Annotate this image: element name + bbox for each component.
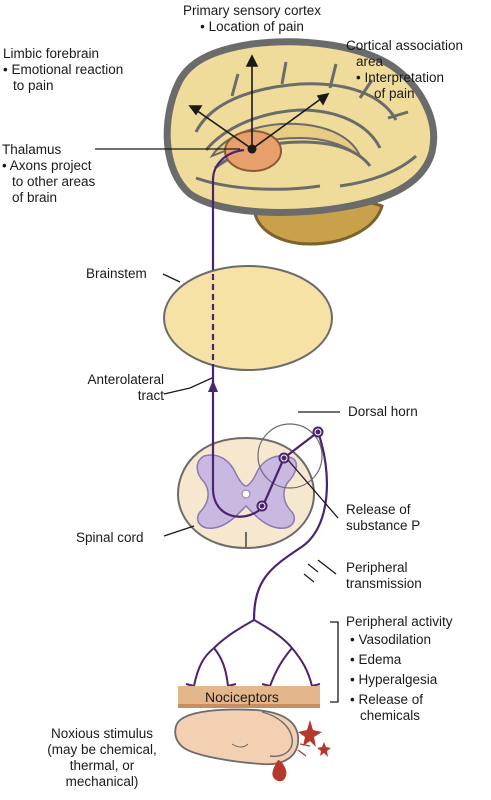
blood-drop: [272, 760, 287, 782]
noxious-line-1: Noxious stimulus: [50, 726, 154, 741]
peripheral-activity-item: • Hyperalgesia: [350, 672, 438, 687]
cortical-bullet-1: • Interpretation: [356, 70, 445, 85]
limbic-bullet-1: • Emotional reaction: [3, 62, 124, 77]
peripheral-transmission-line-1: Peripheral: [346, 560, 408, 575]
noxious-stimulus-label: Noxious stimulus (may be chemical, therm…: [34, 726, 170, 790]
peripheral-transmission-label: Peripheral transmission: [346, 560, 422, 592]
interneuron: [260, 457, 286, 509]
brainstem-section: [163, 265, 333, 371]
substance-p-line-2: substance P: [346, 518, 421, 533]
limbic-title: Limbic forebrain: [3, 46, 100, 61]
finger: [174, 708, 299, 766]
primary-sensory-title: Primary sensory cortex: [182, 3, 322, 18]
primary-sensory-bullet: • Location of pain: [200, 19, 304, 34]
nerve-pathway: [211, 148, 329, 621]
limbic-label: Limbic forebrain • Emotional reaction to…: [3, 46, 123, 94]
stimulus-stars: [298, 720, 331, 757]
skin-band-bottom: [178, 704, 320, 708]
leader-lines: [95, 148, 340, 703]
spinal-cord-label: Spinal cord: [76, 530, 144, 545]
peripheral-transmission-line-2: transmission: [346, 576, 422, 591]
dorsal-horn-circle: [257, 423, 323, 489]
thalamus-title: Thalamus: [2, 142, 62, 157]
synapses: [256, 426, 324, 512]
peripheral-activity-item: chemicals: [360, 708, 421, 723]
peripheral-transmission-ticks: [303, 563, 319, 583]
fiber-to-synapse: [283, 431, 319, 459]
nociceptors-label: Nociceptors: [205, 689, 279, 705]
cortical-title-1: Cortical association: [346, 38, 464, 53]
central-canal: [241, 489, 251, 499]
noxious-line-3: thermal, or: [69, 758, 135, 773]
peripheral-fiber: [252, 431, 329, 621]
peripheral-activity-title: Peripheral activity: [346, 614, 453, 629]
spinal-cord-section: [176, 423, 323, 550]
substance-p-label: Release of substance P: [346, 502, 420, 534]
nociceptor-branches: [185, 619, 321, 687]
thalamus-label: Thalamus • Axons project to other areas …: [2, 142, 95, 206]
noxious-line-2: (may be chemical,: [47, 742, 157, 757]
ascending-arrowhead: [208, 380, 218, 392]
noxious-line-4: mechanical): [65, 774, 139, 789]
tract-to-thalamus: [211, 148, 245, 268]
projection-arrows: [188, 54, 330, 150]
skin-band: [178, 686, 320, 708]
peripheral-activity-item: • Vasodilation: [350, 632, 432, 647]
brainstem-label: Brainstem: [86, 266, 147, 281]
primary-sensory-label: Primary sensory cortex • Location of pai…: [170, 3, 334, 35]
peripheral-activity-item: • Edema: [350, 652, 402, 667]
anterolateral-tract: [211, 370, 263, 518]
anterolateral-line-1: Anterolateral: [87, 372, 164, 387]
brain: [163, 38, 438, 246]
thalamus-bullet-1: • Axons project: [2, 158, 92, 173]
peripheral-activity-label: Peripheral activity • Vasodilation • Ede…: [346, 614, 453, 724]
cortical-bullet-2: of pain: [374, 86, 415, 101]
thalamus-bullet-2: to other areas: [12, 174, 96, 189]
thalamus-bullet-3: of brain: [12, 190, 58, 205]
cortical-label: Cortical association area • Interpretati…: [346, 38, 463, 102]
stimulus-lines: [297, 743, 311, 757]
peripheral-activity-item: • Release of: [350, 692, 424, 707]
substance-p-line-1: Release of: [346, 502, 411, 517]
limbic-bullet-2: to pain: [13, 78, 54, 93]
anterolateral-line-2: tract: [137, 388, 164, 403]
cortical-title-2: area: [356, 54, 384, 69]
anterolateral-label: Anterolateral tract: [62, 372, 164, 404]
dorsal-horn-label: Dorsal horn: [348, 404, 418, 419]
